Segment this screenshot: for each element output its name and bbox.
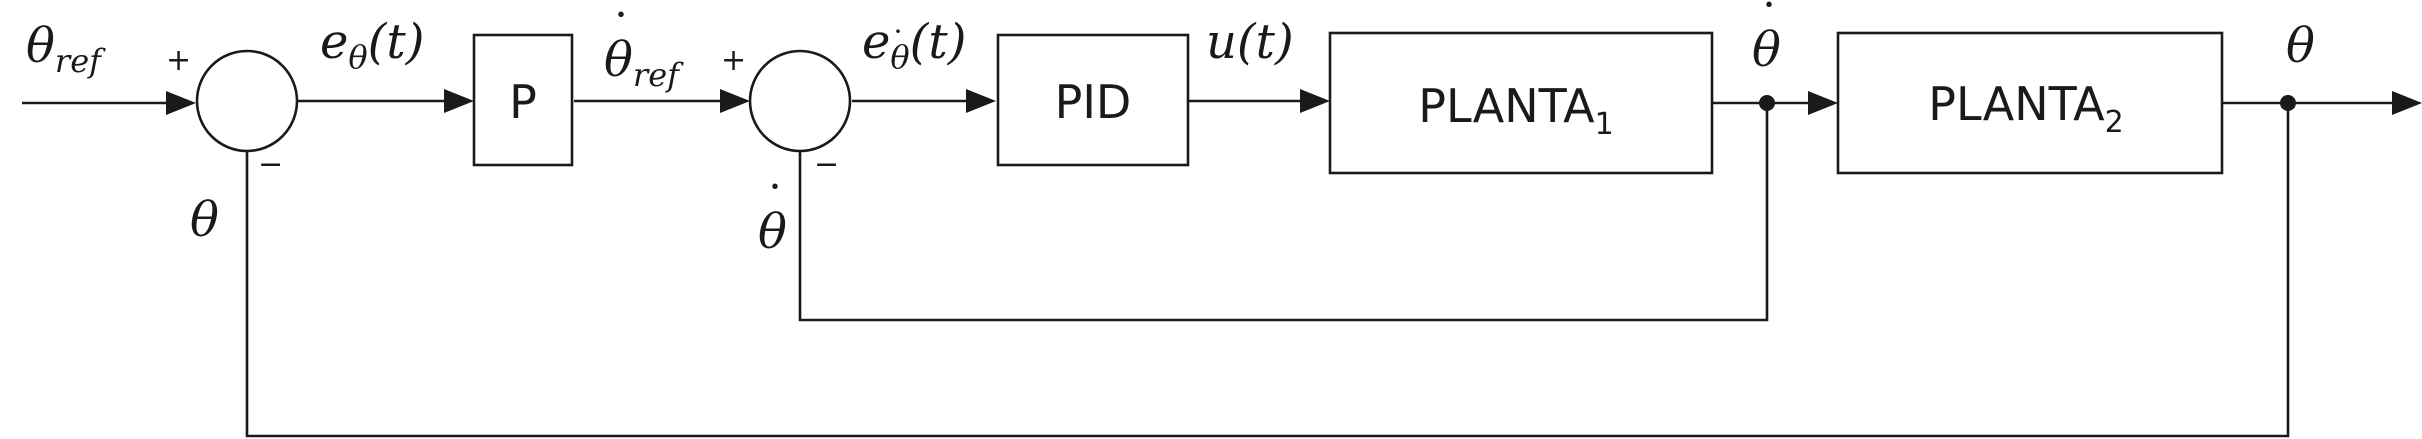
theta-feedback-label: θ xyxy=(190,192,219,248)
sum1-minus-sign: − xyxy=(258,147,283,182)
svg-text:PLANTA1: PLANTA1 xyxy=(1418,79,1613,142)
p-block-label: P xyxy=(509,75,537,129)
u-label: u(t) xyxy=(1206,14,1294,70)
output-arrowhead xyxy=(2392,91,2422,115)
thetadot-output-dot: ˙ xyxy=(1757,0,1781,50)
thetadot-ref-arrowhead xyxy=(720,89,750,113)
inner-feedback-wire xyxy=(798,103,1769,322)
thetadot-feedback-dot: ˙ xyxy=(763,176,787,232)
svg-text:PLANTA2: PLANTA2 xyxy=(1928,77,2123,140)
thetadot-pickoff-dot xyxy=(1759,95,1775,111)
planta1-block: PLANTA1 xyxy=(1328,31,1714,175)
sum2-plus-sign: + xyxy=(721,43,746,78)
theta-pickoff-dot xyxy=(2280,95,2296,111)
p-controller-block: P xyxy=(472,33,574,167)
summing-junction-inner xyxy=(748,49,852,153)
summing-junction-outer xyxy=(195,49,299,153)
planta1-subscript: 1 xyxy=(1595,107,1614,142)
e-theta-arrowhead xyxy=(444,89,474,113)
thetadot-output-label: θ xyxy=(1752,22,1781,78)
e-thetadot-dot: ˙ xyxy=(890,24,906,62)
pid-block-label: PID xyxy=(1055,75,1132,129)
e-thetadot-arrowhead xyxy=(966,89,996,113)
sum2-minus-sign: − xyxy=(814,147,839,182)
input-arrowhead xyxy=(166,91,196,115)
thetadot-ref-label: θref xyxy=(604,32,684,94)
thetadot-ref-dot: ˙ xyxy=(609,4,633,60)
outer-feedback-wire xyxy=(245,103,2290,438)
planta2-block: PLANTA2 xyxy=(1836,31,2224,175)
u-arrowhead xyxy=(1300,89,1330,113)
planta2-label: PLANTA xyxy=(1928,77,2105,131)
planta1-output-arrowhead xyxy=(1808,91,1838,115)
e-theta-label: eθ(t) xyxy=(320,14,424,76)
pid-controller-block: PID xyxy=(996,33,1190,167)
thetadot-feedback-label: θ xyxy=(758,204,787,260)
planta1-label: PLANTA xyxy=(1418,79,1595,133)
theta-ref-label: θref xyxy=(26,18,106,80)
planta2-subscript: 2 xyxy=(2105,105,2124,140)
e-thetadot-label: eθ(t) xyxy=(862,14,966,76)
sum1-plus-sign: + xyxy=(166,43,191,78)
theta-output-label: θ xyxy=(2286,18,2315,74)
